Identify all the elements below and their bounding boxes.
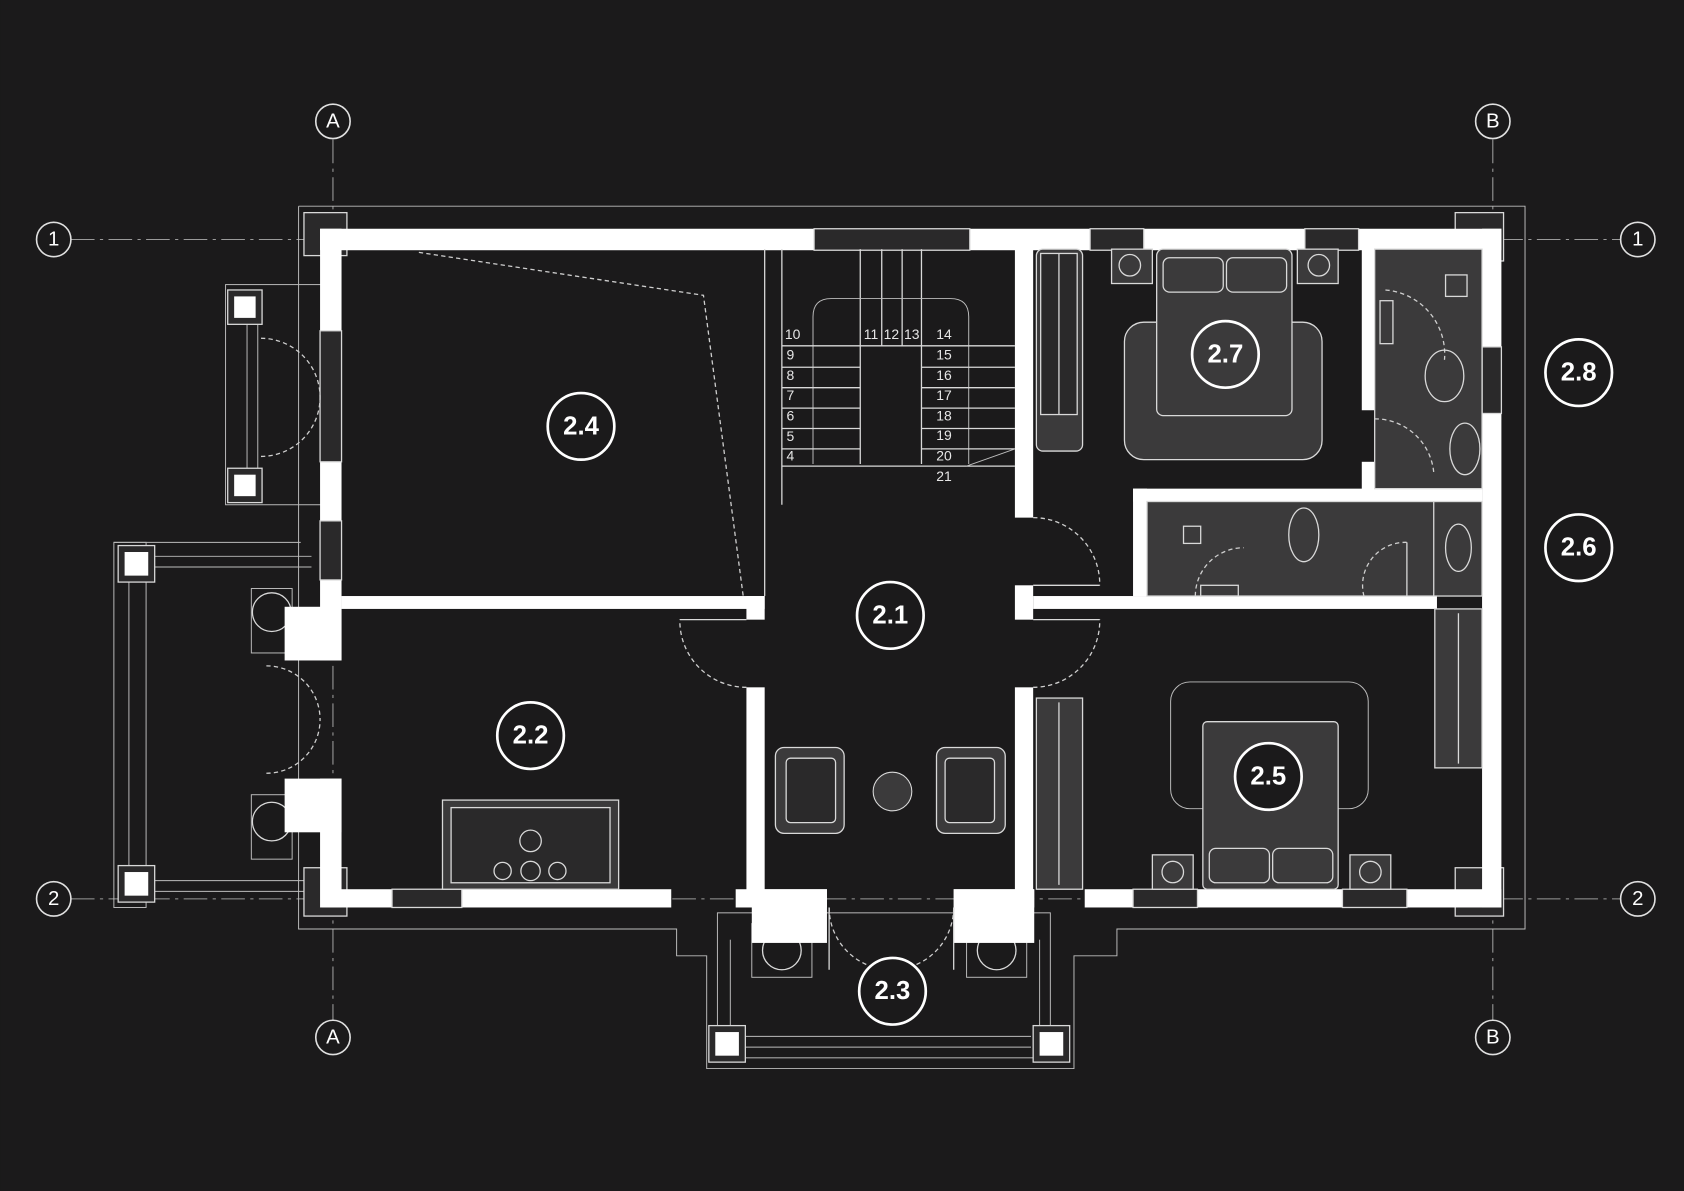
stair-step-8: 8 <box>787 367 795 383</box>
svg-text:B: B <box>1486 110 1500 132</box>
grid-bubble-a-bottom: A <box>314 1019 351 1056</box>
stair-step-17: 17 <box>936 387 952 403</box>
grid-bubble-1-right: 1 <box>1619 221 1656 258</box>
windows <box>319 228 1503 909</box>
stair-step-10: 10 <box>785 326 801 342</box>
svg-text:2.8: 2.8 <box>1561 359 1597 387</box>
room-label-2-1: 2.1 <box>855 580 925 651</box>
room-label-2-6: 2.6 <box>1544 513 1614 583</box>
stair-step-18: 18 <box>936 408 952 424</box>
svg-text:2: 2 <box>48 888 59 910</box>
room-label-2-4: 2.4 <box>546 391 616 461</box>
grid-bubble-a-top: A <box>314 103 351 140</box>
stair-step-21: 21 <box>936 468 952 484</box>
stair-step-13: 13 <box>904 326 920 342</box>
stair-step-11: 11 <box>864 326 879 342</box>
stair-step-9: 9 <box>787 346 795 362</box>
stair-step-16: 16 <box>936 367 952 383</box>
room-label-2-3: 2.3 <box>857 956 928 1026</box>
stair-step-19: 19 <box>936 427 952 443</box>
void-outline <box>418 251 744 597</box>
svg-text:2.3: 2.3 <box>875 977 911 1005</box>
bedroom-2-7-furniture <box>1035 248 1339 461</box>
svg-text:2: 2 <box>1632 888 1643 910</box>
room-label-2-8: 2.8 <box>1544 338 1614 408</box>
svg-text:1: 1 <box>1632 228 1643 250</box>
stair-step-5: 5 <box>787 428 795 444</box>
room-label-2-2: 2.2 <box>495 701 566 771</box>
grid-bubble-1-left: 1 <box>35 221 72 258</box>
svg-text:2.7: 2.7 <box>1207 340 1243 368</box>
stair-step-6: 6 <box>787 408 795 424</box>
grid-bubble-2-left: 2 <box>35 880 72 917</box>
grid-bubble-2-right: 2 <box>1619 880 1656 917</box>
svg-text:B: B <box>1486 1026 1500 1048</box>
svg-text:2.2: 2.2 <box>513 722 549 750</box>
living-furniture <box>441 746 1006 890</box>
grid-bubble-b-top: B <box>1474 103 1511 140</box>
room-label-2-7: 2.7 <box>1190 319 1261 390</box>
svg-text:A: A <box>326 110 340 132</box>
columns <box>117 211 1505 1063</box>
svg-text:2.4: 2.4 <box>563 412 599 440</box>
stair-step-12: 12 <box>884 326 900 342</box>
staircase: 4 5 6 7 8 9 10 11 12 13 14 15 16 17 18 1… <box>764 249 1016 597</box>
stair-step-4: 4 <box>787 447 795 463</box>
walls <box>284 228 1502 943</box>
stair-step-20: 20 <box>936 447 952 463</box>
svg-text:A: A <box>326 1026 340 1048</box>
stair-step-14: 14 <box>936 326 952 342</box>
stair-step-7: 7 <box>787 387 795 403</box>
bathroom-2-6 <box>1146 500 1483 597</box>
grid-bubble-b-bottom: B <box>1474 1019 1511 1056</box>
svg-text:1: 1 <box>48 228 59 250</box>
svg-text:2.5: 2.5 <box>1250 762 1286 790</box>
bathroom-2-8 <box>1374 248 1483 490</box>
room-label-2-5: 2.5 <box>1233 741 1303 812</box>
svg-text:2.6: 2.6 <box>1561 534 1597 562</box>
bedroom-2-5-furniture <box>1035 608 1483 890</box>
stair-step-15: 15 <box>936 346 952 362</box>
svg-text:2.1: 2.1 <box>872 601 908 629</box>
